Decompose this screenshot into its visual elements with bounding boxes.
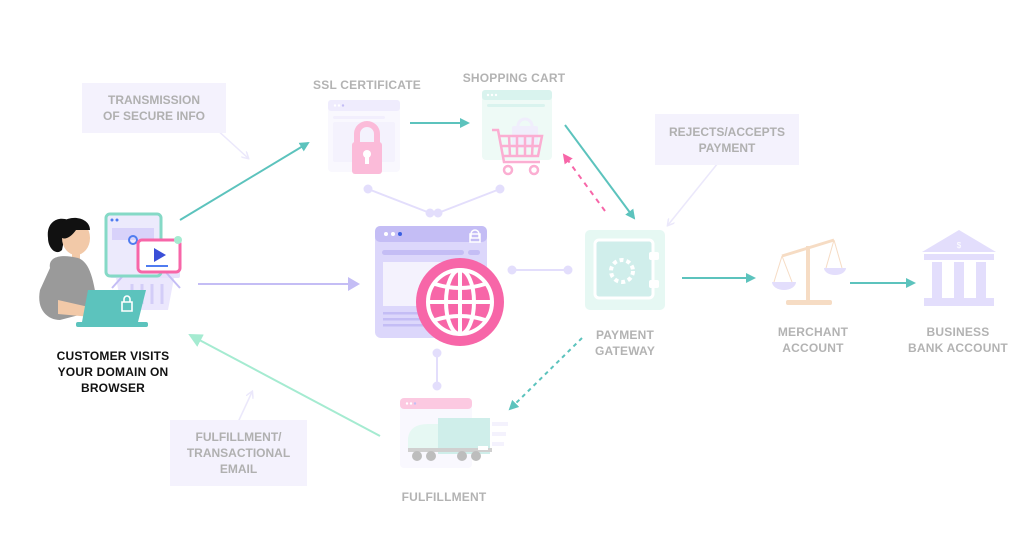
website-links (363, 184, 573, 391)
note-transmission: TRANSMISSION OF SECURE INFO (82, 83, 226, 133)
merchant-label-line1: MERCHANT (777, 325, 849, 339)
customer-label-line1: CUSTOMER VISITS (56, 349, 170, 363)
bank-label-line2: BANK ACCOUNT (908, 341, 1008, 355)
note-email-line3: EMAIL (219, 462, 258, 476)
edge-fulfillment-customer (188, 334, 381, 437)
edge-gateway-cart-dashed (562, 153, 606, 212)
gateway-label: PAYMENT GATEWAY (580, 327, 670, 359)
note-rejects: REJECTS/ACCEPTS PAYMENT (655, 114, 799, 165)
customer-label-line3: BROWSER (80, 381, 146, 395)
note-transmission-line1: TRANSMISSION (107, 93, 200, 107)
bank-label: BUSINESS BANK ACCOUNT (902, 324, 1014, 356)
gateway-label-line2: GATEWAY (594, 344, 656, 358)
svg-text:$: $ (957, 241, 962, 250)
padlock-icon (328, 100, 400, 174)
note-email: FULFILLMENT/ TRANSACTIONAL EMAIL (170, 420, 307, 486)
note-pointer-rejects (668, 157, 723, 225)
customer-laptop-icon (39, 212, 182, 327)
customer-label: CUSTOMER VISITS YOUR DOMAIN ON BROWSER (48, 348, 178, 396)
note-email-line1: FULFILLMENT/ (195, 430, 282, 444)
edge-cart-gateway (564, 124, 636, 220)
note-transmission-line2: OF SECURE INFO (102, 109, 205, 123)
bank-icon: $ (922, 230, 996, 306)
ssl-label: SSL CERTIFICATE (313, 78, 421, 92)
customer-label-line2: YOUR DOMAIN ON (57, 365, 169, 379)
bank-label-line1: BUSINESS (926, 325, 990, 339)
globe-icon (375, 226, 504, 346)
note-rejects-line1: REJECTS/ACCEPTS (668, 124, 786, 139)
merchant-label-line2: ACCOUNT (782, 341, 844, 355)
note-email-line2: TRANSACTIONAL (186, 446, 291, 460)
edge-customer-ssl (179, 141, 310, 221)
delivery-truck-icon (400, 398, 508, 468)
edge-gateway-fulfillment-dashed (508, 337, 583, 411)
scales-icon (772, 238, 846, 305)
gateway-label-line1: PAYMENT (595, 328, 655, 342)
safe-icon (585, 230, 665, 310)
shopping-cart-icon (482, 90, 552, 176)
merchant-label: MERCHANT ACCOUNT (766, 324, 860, 356)
fulfillment-label: FULFILLMENT (401, 490, 487, 504)
cart-label: SHOPPING CART (462, 71, 566, 85)
note-pointer-transmission (214, 127, 248, 158)
note-rejects-line2: PAYMENT (698, 140, 756, 155)
